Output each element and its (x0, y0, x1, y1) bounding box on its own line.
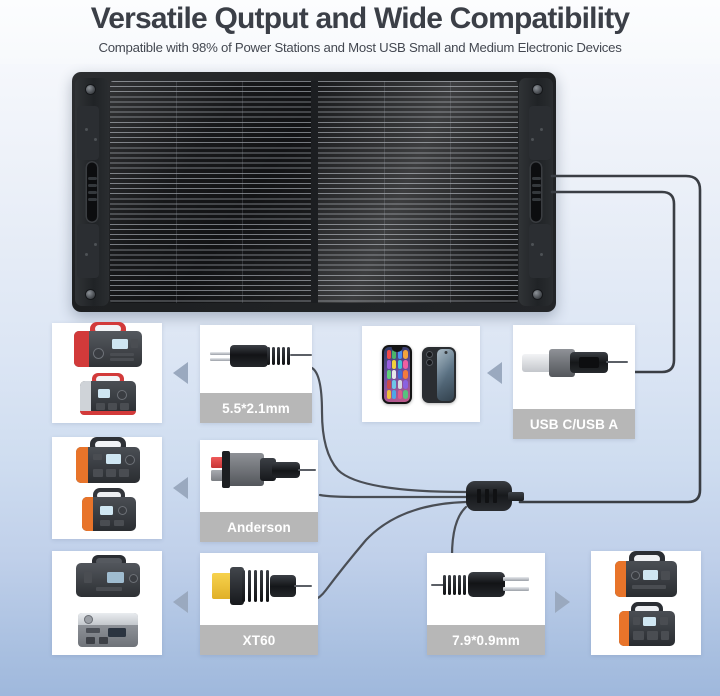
power-station-icon (78, 613, 138, 647)
connector-label-bar: XT60 (200, 625, 318, 655)
arrow-left-icon (487, 362, 502, 384)
power-station-icon (615, 551, 677, 597)
panel-handle-right (529, 161, 543, 223)
device-card-smartphones[interactable] (362, 326, 480, 422)
power-station-icon (619, 602, 675, 646)
connector-card-dc-7909[interactable]: 7.9*0.9mm (427, 553, 545, 655)
power-station-icon (82, 488, 136, 531)
connector-card-anderson[interactable]: Anderson (200, 440, 318, 542)
device-card-power-stations-gray[interactable] (52, 551, 162, 655)
connector-label: XT60 (242, 632, 276, 648)
connector-label-bar: 7.9*0.9mm (427, 625, 545, 655)
panel-grommet (533, 85, 542, 94)
cable-anderson-line (318, 493, 468, 499)
connector-label: USB C/USB A (529, 416, 619, 432)
connector-label-bar: 5.5*2.1mm (200, 393, 312, 423)
phone-galaxy-icon (422, 347, 456, 403)
device-card-power-stations-red[interactable] (52, 322, 162, 423)
solar-panel-section-right (310, 81, 518, 303)
connector-label: 5.5*2.1mm (222, 400, 290, 416)
arrow-left-icon (173, 362, 188, 384)
panel-edge-right (519, 78, 553, 306)
device-card-power-stations-orange[interactable] (52, 437, 162, 539)
panel-grommet (86, 290, 95, 299)
arrow-left-icon (173, 591, 188, 613)
panel-grommet (86, 85, 95, 94)
solar-cell-lines-icon (110, 81, 311, 303)
solar-panel (72, 72, 556, 312)
panel-grommet (533, 290, 542, 299)
connector-card-dc-5521[interactable]: 5.5*2.1mm (200, 325, 312, 423)
connector-label: Anderson (227, 519, 291, 535)
connector-label: 7.9*0.9mm (452, 632, 520, 648)
power-station-icon (76, 555, 140, 597)
panel-edge-left (75, 78, 109, 306)
phone-iphone-x-icon (382, 345, 412, 404)
connector-card-xt60[interactable]: XT60 (200, 553, 318, 655)
power-station-icon (80, 373, 136, 415)
connector-label-bar: USB C/USB A (513, 409, 635, 439)
cable-splitter-outlet (508, 492, 524, 501)
cable-splitter-hub (466, 481, 512, 511)
arrow-right-icon (555, 591, 570, 613)
power-station-icon (76, 437, 140, 483)
connector-label-bar: Anderson (200, 512, 318, 542)
arrow-left-icon (173, 477, 188, 499)
power-station-icon (74, 322, 142, 367)
solar-cell-lines-icon (317, 81, 518, 303)
header: Versatile Qutput and Wide Compatibility … (0, 0, 720, 64)
page-subtitle: Compatible with 98% of Power Stations an… (98, 40, 622, 55)
connector-card-usb[interactable]: USB C/USB A (513, 325, 635, 439)
solar-panel-cells (110, 81, 518, 303)
panel-handle-left (85, 161, 99, 223)
page-title: Versatile Qutput and Wide Compatibility (90, 2, 630, 35)
solar-panel-section-left (110, 81, 311, 303)
device-card-power-stations-right[interactable] (591, 551, 701, 655)
